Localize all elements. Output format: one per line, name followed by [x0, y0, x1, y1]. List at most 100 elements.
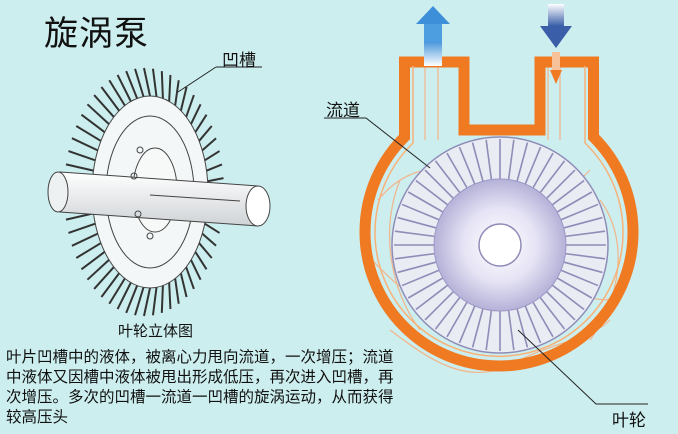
channel-label: 流道	[326, 101, 360, 121]
impeller-fin	[174, 80, 180, 106]
impeller-fin	[160, 285, 164, 313]
impeller-blade	[524, 305, 542, 344]
impeller-fin	[80, 113, 106, 133]
impeller-fin	[80, 251, 106, 271]
impeller-fin	[125, 285, 139, 314]
impeller-fin	[179, 86, 188, 111]
impeller-fin	[116, 282, 132, 310]
shaft-left-end	[47, 171, 69, 213]
impeller-fin	[75, 125, 102, 142]
impeller-fin	[168, 74, 172, 102]
impeller-blade	[563, 216, 603, 229]
inlet-arrow-icon	[540, 4, 572, 84]
keyway	[149, 194, 241, 202]
impeller-blade	[563, 261, 603, 274]
impeller-fin	[185, 94, 195, 118]
impeller-blade	[560, 269, 599, 287]
impeller-blade	[471, 142, 484, 182]
impeller-blade	[458, 305, 476, 344]
impeller-fin	[160, 71, 164, 99]
bolt-hole	[130, 172, 138, 180]
impeller-blade	[524, 146, 542, 185]
impeller-blade	[415, 284, 449, 311]
impeller-blade	[434, 160, 461, 194]
impeller-fin	[201, 137, 217, 152]
impeller-fin	[93, 94, 115, 118]
impeller-blade	[458, 146, 476, 185]
impeller-blade	[394, 252, 435, 260]
pump-casing	[359, 56, 639, 372]
impeller-fin	[108, 79, 126, 107]
impeller-3d-drawing	[47, 67, 271, 317]
impeller-fin	[86, 103, 110, 125]
impeller-fin	[185, 266, 195, 290]
impeller-fin	[86, 259, 110, 281]
shaft-end	[245, 185, 271, 227]
impeller-blade	[424, 169, 454, 199]
impeller-fin	[134, 287, 145, 316]
impeller-blade	[471, 308, 484, 348]
impeller-blade	[539, 160, 566, 194]
impeller-fin	[151, 68, 158, 97]
impeller-fin	[68, 222, 96, 234]
shaft-bore	[478, 223, 522, 267]
impeller-blade	[485, 310, 493, 351]
impeller-fin	[71, 232, 99, 247]
impeller-blade	[397, 216, 437, 229]
impeller-blade	[394, 230, 435, 238]
impeller-fin	[201, 232, 217, 247]
impeller-fin	[151, 287, 158, 316]
impeller-blade	[532, 152, 554, 189]
impeller-blade	[397, 261, 437, 274]
impeller-fin	[194, 114, 208, 133]
impeller-blades-3d	[64, 67, 224, 317]
impeller-fin	[100, 86, 120, 112]
channel-leader	[324, 117, 431, 169]
impeller-blade	[407, 277, 444, 299]
impeller-fin	[174, 278, 180, 304]
impeller-fin	[116, 74, 132, 102]
impeller-fin	[143, 67, 151, 97]
impeller-blade	[485, 139, 493, 180]
impeller-fin	[179, 273, 188, 298]
casing-inner-line	[374, 66, 624, 358]
impeller-fin	[68, 150, 96, 162]
impeller-blade	[446, 152, 468, 189]
impeller-blade	[539, 296, 566, 330]
impeller-fin	[198, 125, 213, 142]
impeller-blade	[532, 301, 554, 338]
impeller-fin	[75, 242, 102, 259]
impeller-fin	[143, 287, 151, 317]
outlet-arrow-icon	[416, 6, 450, 66]
impeller-blade	[551, 284, 585, 311]
impeller-fin	[125, 70, 139, 99]
impeller-blade	[401, 203, 440, 221]
impeller-blade	[407, 191, 444, 213]
impeller-blade	[507, 310, 515, 351]
impeller-fin	[190, 259, 202, 281]
impeller-shaft	[59, 171, 259, 227]
impeller-fin	[134, 68, 145, 97]
impeller-blade	[415, 179, 449, 206]
impeller-fin	[93, 266, 115, 290]
impeller-blade	[446, 301, 468, 338]
impeller-blade	[546, 291, 576, 321]
impeller-fin	[204, 222, 221, 234]
impeller-fin	[190, 103, 202, 125]
bolt-hole	[136, 146, 144, 154]
page-title: 旋涡泵	[44, 14, 149, 54]
impeller-blade	[551, 179, 585, 206]
impeller-blade	[565, 230, 606, 238]
impeller-blades	[394, 139, 606, 351]
impeller-fin	[108, 277, 126, 305]
impeller-fin	[198, 242, 213, 259]
impeller-blade	[507, 139, 515, 180]
impeller-fin	[194, 251, 208, 270]
impeller-blade	[565, 252, 606, 260]
groove-leader	[177, 66, 217, 93]
impeller-blade	[556, 191, 593, 213]
impeller-leader	[517, 329, 648, 405]
impeller-fin	[71, 137, 99, 152]
impeller-fin	[206, 163, 223, 172]
